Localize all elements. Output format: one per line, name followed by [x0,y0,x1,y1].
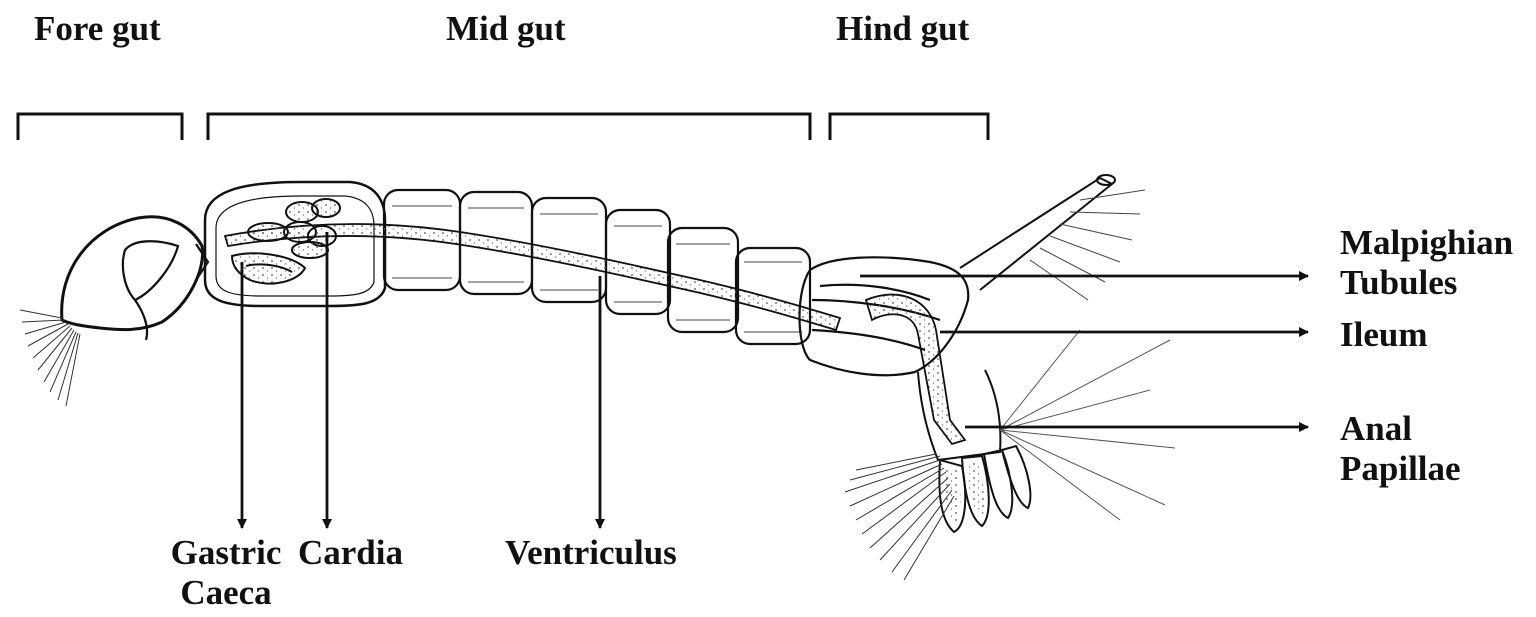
gastric-caeca-label-line2: Caeca [158,574,294,612]
ileum-label: Ileum [1340,316,1428,354]
siphon [960,175,1115,290]
caudal-hairs [1000,330,1175,520]
cardia-label: Cardia [298,534,403,572]
hind-gut-label: Hind gut [836,10,969,48]
mid-gut-label: Mid gut [446,10,566,48]
fore-gut-bracket [18,114,182,140]
gastric-caeca-label-line1: Gastric [158,534,294,572]
anal-papillae-label-line1: Anal [1340,410,1412,448]
ventral-brush-hairs [845,454,954,580]
hind-gut-bracket [830,114,988,140]
malpighian-label-line1: Malpighian [1340,224,1513,262]
fore-gut-label: Fore gut [34,10,161,48]
ventriculus-label: Ventriculus [505,534,677,572]
annotation-arrows [242,232,1308,528]
malpighian-label-line2: Tubules [1340,264,1457,302]
siphon-hairs [1030,190,1145,300]
hind-gut-tube [866,295,965,444]
larva-head [62,217,208,340]
mid-gut-bracket [208,114,810,140]
anal-papillae-label-line2: Papillae [1340,450,1461,488]
region-brackets [18,114,988,140]
